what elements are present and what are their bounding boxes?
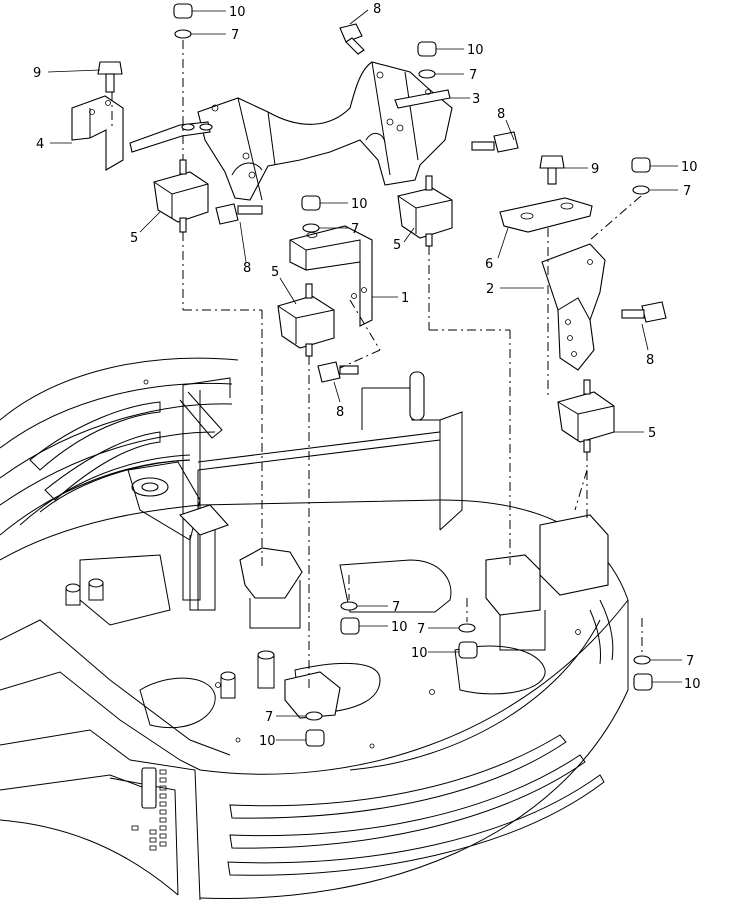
callout-mount-5: 5	[393, 238, 401, 253]
callout-washer-7: 7	[417, 622, 425, 637]
callout-washer-7: 7	[265, 710, 273, 725]
callout-bracket-3: 3	[472, 92, 480, 107]
callout-bracket-6: 6	[485, 257, 493, 272]
callout-mount-5: 5	[648, 426, 656, 441]
rubber-mount-5-center	[277, 283, 335, 357]
part-callouts: 10 7 8 9 4 10 7 3 8 9 10 7 5 10 7 5 6 8 …	[33, 2, 701, 749]
callout-bolt-8: 8	[336, 405, 344, 420]
bolts	[97, 23, 667, 383]
bracket-4	[71, 95, 124, 171]
assembly-center-lines	[111, 40, 643, 690]
callout-bracket-4: 4	[36, 137, 44, 152]
callout-washer-7: 7	[392, 600, 400, 615]
nuts-and-washers	[173, 3, 653, 747]
upper-bracket-assembly	[129, 61, 453, 201]
callout-bolt-8: 8	[497, 107, 505, 122]
callout-bolt-8: 8	[373, 2, 381, 17]
callout-mount-5: 5	[271, 265, 279, 280]
callout-nut-10: 10	[391, 620, 408, 635]
rubber-mount-5-right	[557, 379, 615, 453]
callout-bracket-2: 2	[486, 282, 494, 297]
callout-bolt-9: 9	[33, 66, 41, 81]
callout-bracket-1: 1	[401, 291, 409, 306]
callout-washer-7: 7	[351, 222, 359, 237]
rubber-mount-5-left	[153, 159, 209, 233]
callout-nut-10: 10	[259, 734, 276, 749]
bracket-1	[289, 225, 373, 327]
rubber-mount-5-middle-left	[397, 175, 453, 247]
callout-washer-7: 7	[469, 68, 477, 83]
bracket-6	[499, 197, 593, 233]
revolving-frame	[0, 357, 629, 901]
leader-lines	[47, 9, 682, 741]
callout-bolt-8: 8	[243, 261, 251, 276]
callout-bolt-8: 8	[646, 353, 654, 368]
callout-nut-10: 10	[681, 160, 698, 175]
callout-mount-5: 5	[130, 231, 138, 246]
callout-nut-10: 10	[684, 677, 701, 692]
panel-slots	[131, 769, 167, 851]
callout-nut-10: 10	[351, 197, 368, 212]
callout-nut-10: 10	[411, 646, 428, 661]
callout-nut-10: 10	[229, 5, 246, 20]
callout-washer-7: 7	[686, 654, 694, 669]
callout-bolt-9: 9	[591, 162, 599, 177]
callout-washer-7: 7	[683, 184, 691, 199]
callout-nut-10: 10	[467, 43, 484, 58]
callout-washer-7: 7	[231, 28, 239, 43]
bracket-2	[541, 243, 606, 371]
